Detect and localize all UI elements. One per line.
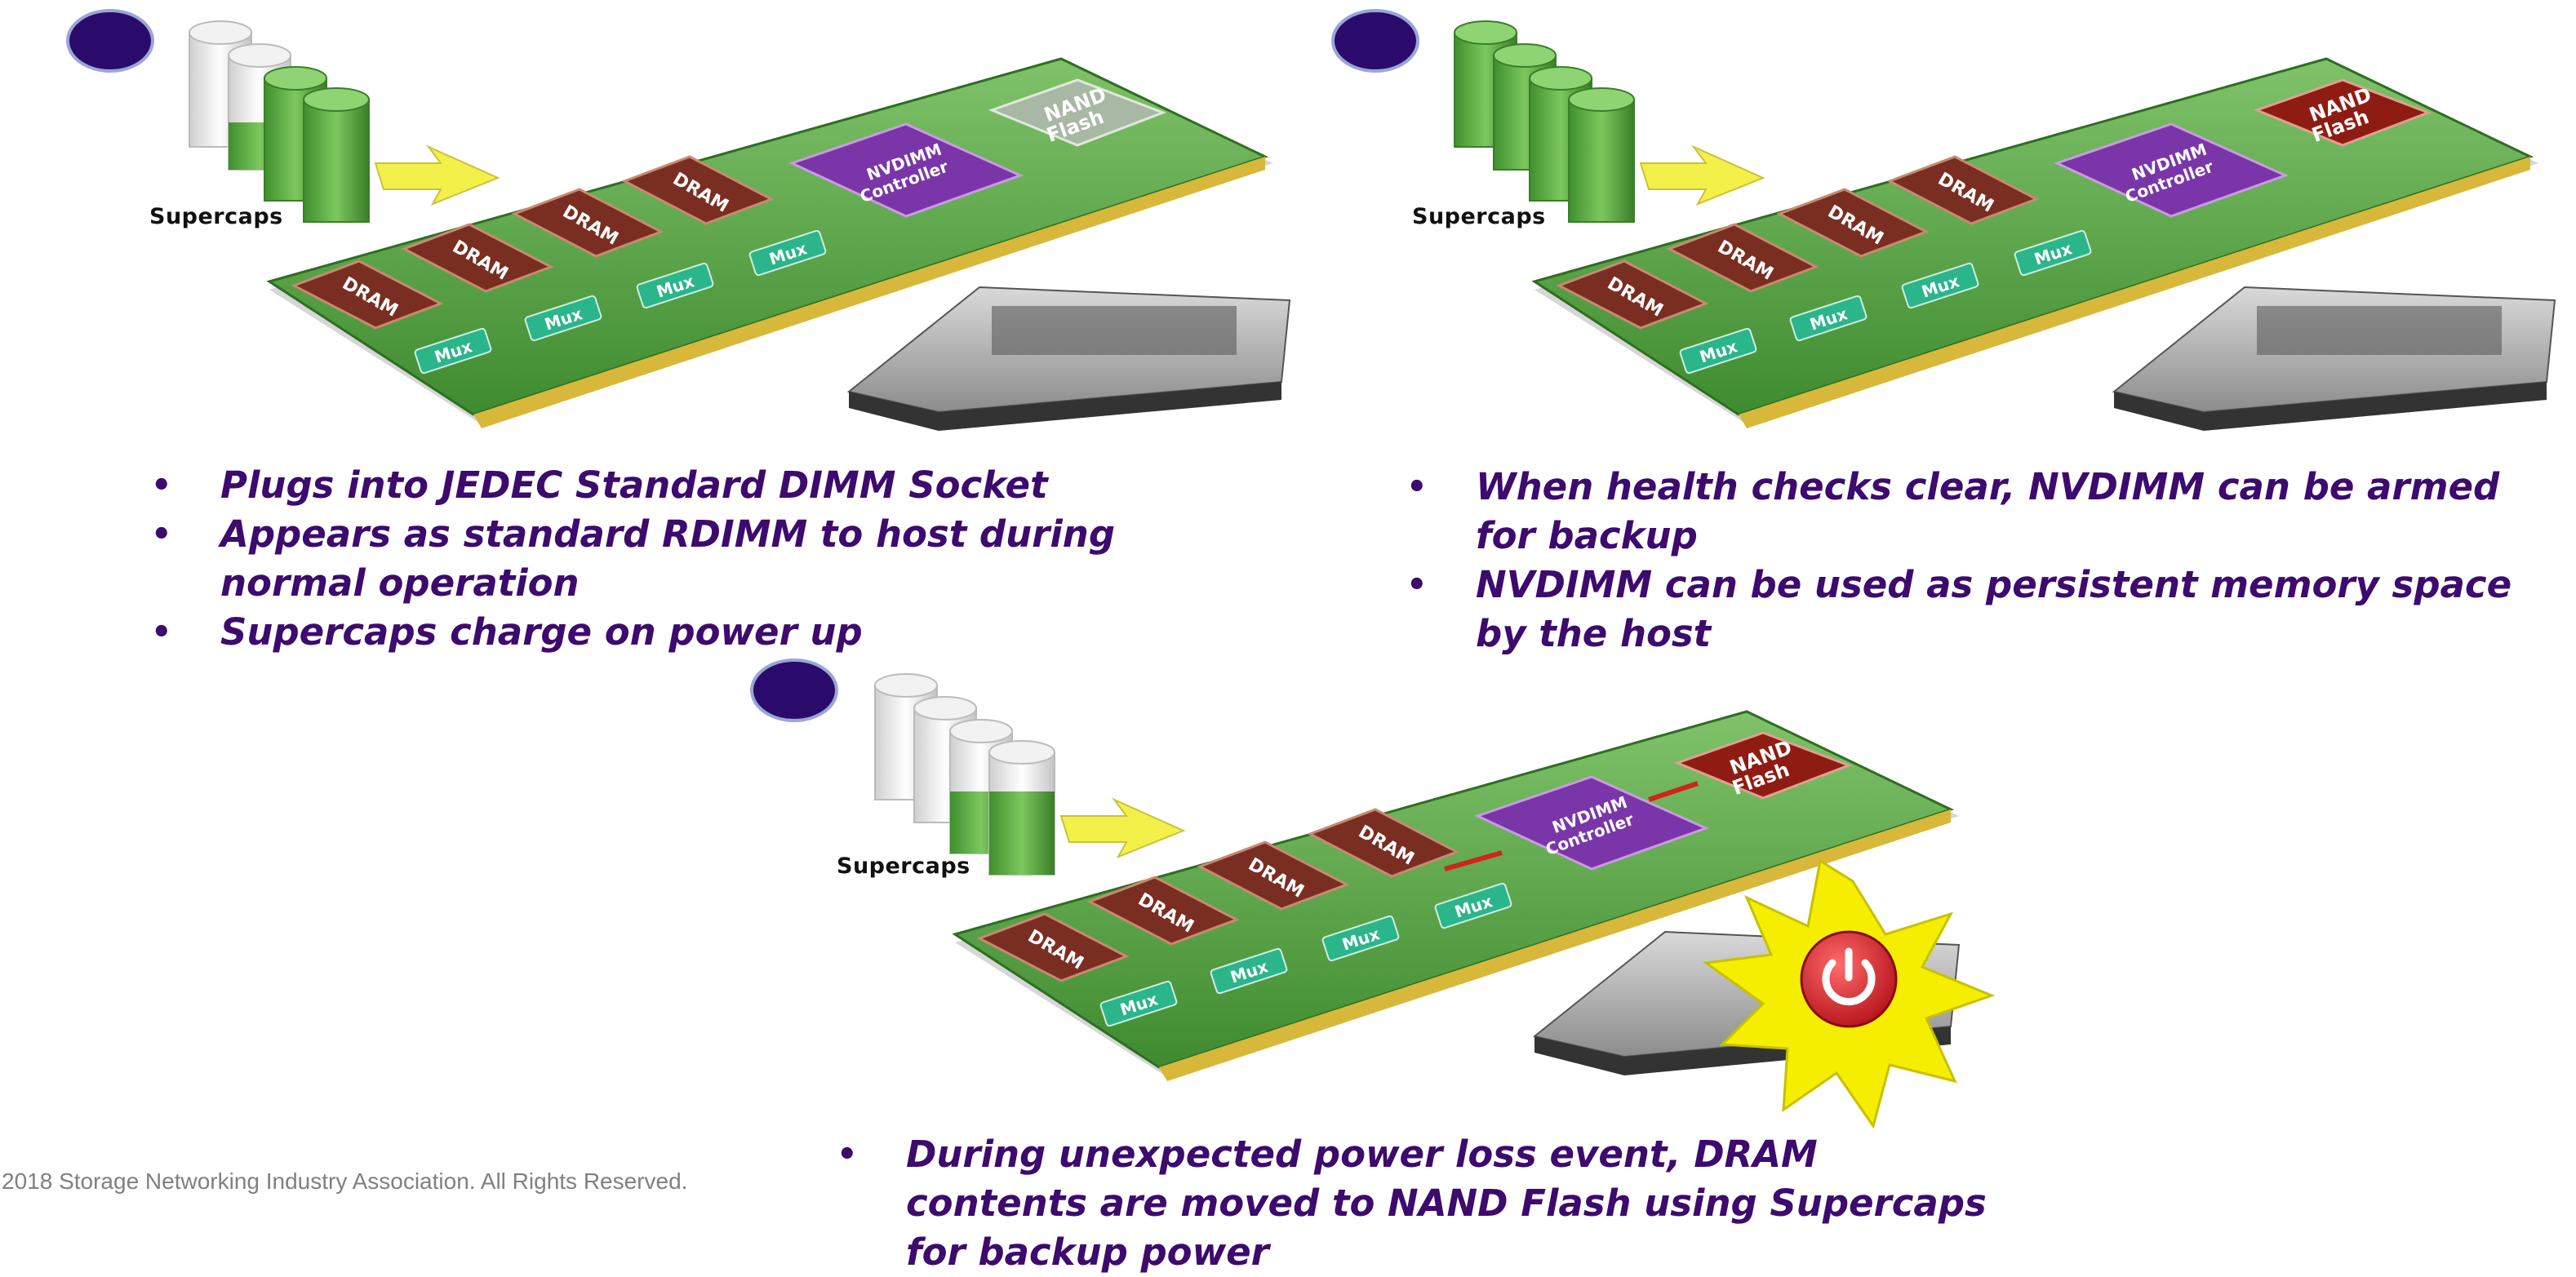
bullet-item: Plugs into JEDEC Standard DIMM Socket — [151, 461, 1237, 510]
power-arrow-1 — [374, 144, 500, 206]
nvdimm-controller-2: NVDIMM Controller — [2053, 122, 2290, 218]
bullet-item: Supercaps charge on power up — [151, 608, 1237, 657]
dram-chips-3: DRAM DRAM DRAM DRAM — [976, 808, 1460, 982]
supercaps-label-3: Supercaps — [837, 854, 970, 879]
power-loss-burst — [1703, 858, 1996, 1129]
bullet-list-2: When health checks clear, NVDIMM can be … — [1406, 463, 2565, 658]
bullet-item: During unexpected power loss event, DRAM… — [837, 1130, 1996, 1277]
power-arrow-2 — [1639, 144, 1765, 206]
nvdimm-diagram-1: NAND Flash NVDIMM Controller DRAM DRAM D… — [66, 9, 1291, 431]
nand-chip-2: NAND Flash — [2253, 78, 2432, 147]
dram-chips-1: DRAM DRAM DRAM DRAM — [291, 155, 775, 330]
supercaps-3 — [874, 673, 1055, 876]
nvdimm-controller-1: NVDIMM Controller — [788, 122, 1024, 218]
nvdimm-controller-3: NVDIMM Controller — [1473, 775, 1710, 871]
bullet-item: When health checks clear, NVDIMM can be … — [1406, 463, 2565, 561]
panel-2: NAND Flash NVDIMM Controller DRAM DRAM D… — [1265, 0, 2571, 669]
supercaps-2 — [1454, 20, 1635, 223]
nand-chip-1: NAND Flash — [988, 78, 1167, 147]
panel-3: NAND Flash NVDIMM Controller DRAM DRAM D… — [686, 653, 2073, 1274]
supercaps-label-2: Supercaps — [1412, 204, 1546, 229]
mux-chips-1: Mux Mux Mux Mux — [414, 229, 827, 375]
supercaps-1 — [189, 20, 370, 223]
nvdimm-diagram-2: NAND Flash NVDIMM Controller DRAM DRAM D… — [1331, 9, 2556, 431]
backup-flow-arrows — [1444, 781, 1699, 871]
dram-chips-2: DRAM DRAM DRAM DRAM — [1556, 155, 2040, 330]
bullet-list-3: During unexpected power loss event, DRAM… — [837, 1130, 1996, 1277]
server-chassis-1 — [846, 286, 1291, 431]
supercaps-label-1: Supercaps — [149, 204, 283, 229]
bullet-item: NVDIMM can be used as persistent memory … — [1406, 561, 2565, 658]
server-chassis-2 — [2112, 286, 2556, 431]
stage-badge-3 — [750, 658, 838, 722]
power-arrow-3 — [1059, 797, 1186, 858]
panel-1: NAND Flash NVDIMM Controller DRAM DRAM D… — [0, 0, 1291, 669]
bullet-list-1: Plugs into JEDEC Standard DIMM Socket Ap… — [151, 461, 1237, 657]
bullet-item: Appears as standard RDIMM to host during… — [151, 510, 1237, 608]
stage-badge-2 — [1331, 9, 1419, 73]
stage-badge-1 — [66, 9, 154, 73]
nand-chip-3: NAND Flash — [1673, 731, 1853, 800]
nvdimm-diagram-3: NAND Flash NVDIMM Controller DRAM DRAM D… — [750, 658, 1996, 1129]
copyright-footer: 2018 Storage Networking Industry Associa… — [2, 1168, 688, 1194]
